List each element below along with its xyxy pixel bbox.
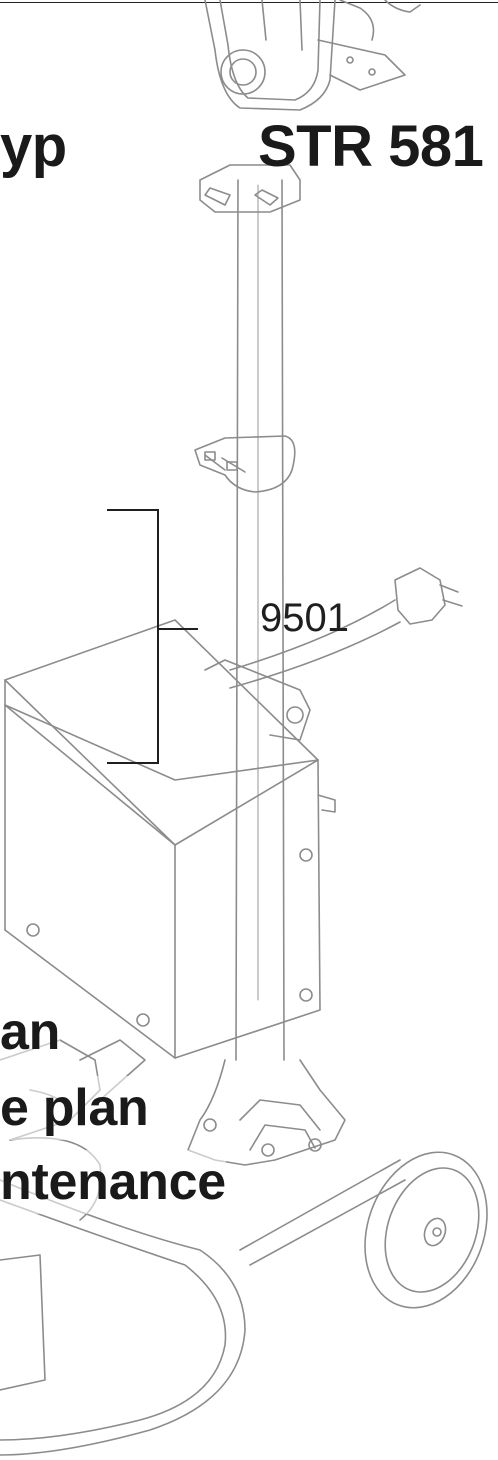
menu-item[interactable]: ntenance [0,1150,226,1214]
part-number-label: 9501 [260,596,349,640]
model-title: STR 581 [258,114,484,179]
document-title-fragment: yp [0,114,67,179]
top-divider [0,2,498,3]
menu-item[interactable]: e plan [0,1076,149,1140]
menu-item[interactable]: an [0,1000,60,1064]
